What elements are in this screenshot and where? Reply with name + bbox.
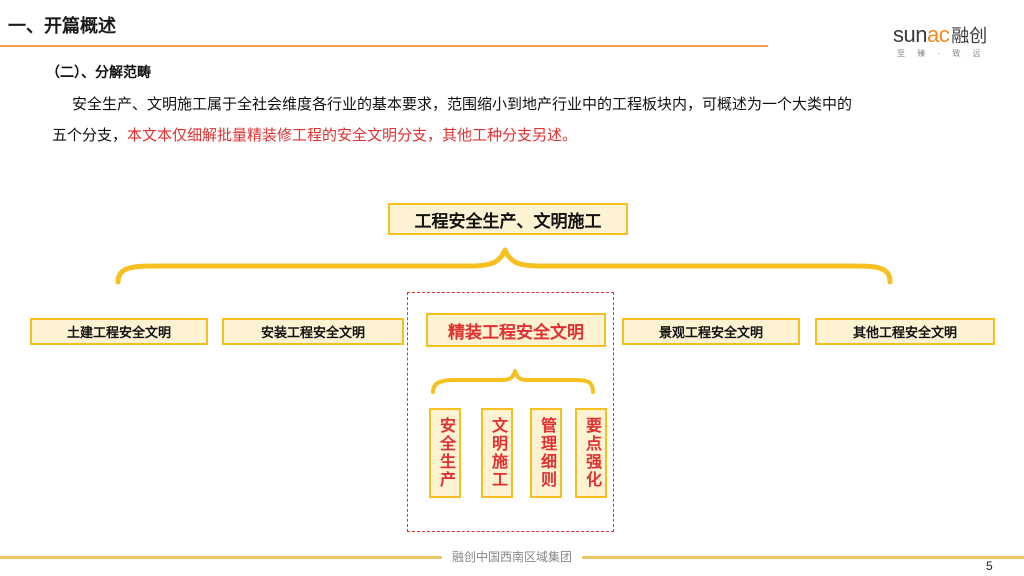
branch-fitout: 精装工程安全文明	[426, 313, 606, 347]
sub-item-key-points: 要点强化	[575, 408, 607, 498]
focus-dashed-frame	[407, 292, 614, 532]
branch-civil: 土建工程安全文明	[30, 318, 208, 345]
section-title: 一、开篇概述	[8, 16, 116, 36]
sub-item-management-rules: 管理细则	[530, 408, 562, 498]
title-divider	[0, 45, 768, 47]
branch-landscape: 景观工程安全文明	[622, 318, 800, 345]
root-node: 工程安全生产、文明施工	[388, 203, 628, 235]
branch-other: 其他工程安全文明	[815, 318, 995, 345]
intro-line-2: 五个分支，本文本仅细解批量精装修工程的安全文明分支，其他工种分支另述。	[52, 124, 577, 145]
logo-latin: sunac	[893, 22, 950, 47]
footer-rule-left	[0, 556, 442, 559]
logo-cn: 融创	[951, 26, 988, 46]
intro-line-2-plain: 五个分支，	[52, 127, 128, 144]
page-number: 5	[986, 559, 993, 573]
intro-line-1: 安全生产、文明施工属于全社会维度各行业的基本要求，范围缩小到地产行业中的工程板块…	[72, 96, 853, 113]
logo-tagline: 至 臻 · 致 远	[897, 49, 986, 58]
intro-line-2-highlight: 本文本仅细解批量精装修工程的安全文明分支，其他工种分支另述。	[127, 127, 578, 144]
branch-installation: 安装工程安全文明	[222, 318, 404, 345]
sub-item-civilized-construction: 文明施工	[481, 408, 513, 498]
sub-item-safety-production: 安全生产	[429, 408, 461, 498]
footer-company: 融创中国西南区域集团	[451, 550, 572, 564]
footer-rule-right	[582, 556, 1024, 559]
subheading: （二）、分解范畴	[46, 64, 151, 80]
